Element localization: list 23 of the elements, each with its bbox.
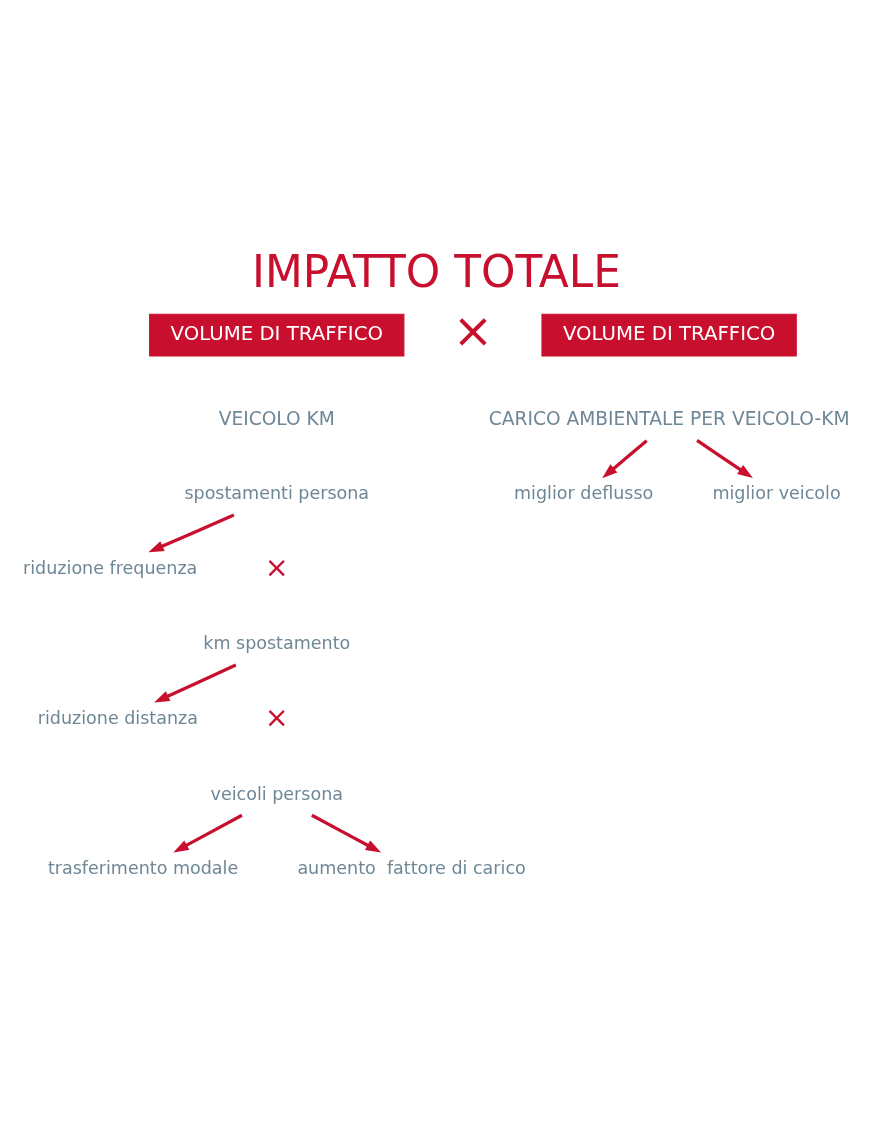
arrow [696, 438, 753, 478]
diagram-title: IMPATTO TOTALE [252, 245, 621, 297]
arrow [148, 512, 235, 552]
node-text: aumento fattore di carico [297, 857, 526, 878]
node-text: miglior deflusso [514, 482, 654, 503]
label: × [264, 700, 289, 734]
arrow [173, 813, 243, 852]
label: × [264, 550, 289, 584]
arrow [311, 813, 382, 852]
node-text: veicoli persona [210, 783, 343, 804]
arrow [154, 663, 237, 703]
node-text: km spostamento [203, 632, 351, 653]
node-text: CARICO AMBIENTALE PER VEICOLO-KM [488, 407, 850, 429]
node-text: miglior veicolo [712, 482, 841, 503]
node-box: VOLUME DI TRAFFICO [541, 313, 797, 356]
node-text: riduzione frequenza [23, 557, 198, 578]
node-box: VOLUME DI TRAFFICO [149, 313, 405, 356]
label: × [452, 301, 494, 358]
node-text: riduzione distanza [37, 707, 198, 728]
arrow [602, 438, 648, 478]
node-text: trasferimento modale [47, 857, 239, 878]
node-text: VEICOLO KM [218, 407, 335, 429]
node-text: spostamenti persona [184, 482, 370, 503]
